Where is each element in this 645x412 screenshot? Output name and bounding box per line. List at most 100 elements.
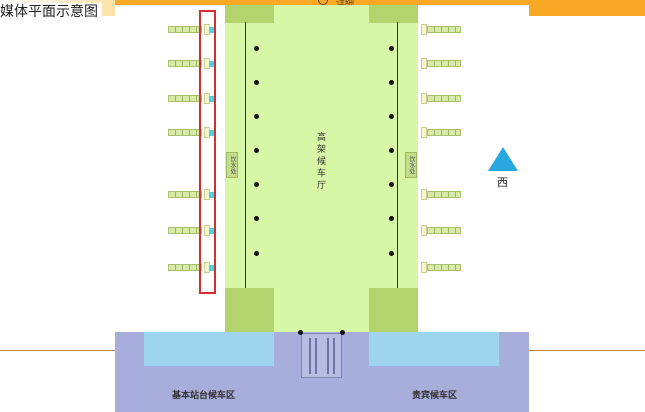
media-screen-icon[interactable] bbox=[209, 61, 215, 67]
gate-segment bbox=[448, 192, 449, 197]
gate-segment bbox=[196, 61, 197, 66]
stair-rail bbox=[309, 338, 311, 374]
gate-segment bbox=[189, 27, 190, 32]
gate-segment bbox=[434, 27, 435, 32]
gate-segment bbox=[441, 61, 442, 66]
gate-post bbox=[421, 189, 427, 200]
gate-segment bbox=[189, 265, 190, 270]
gate-segment bbox=[448, 130, 449, 135]
pillar-left bbox=[254, 148, 259, 153]
staircase bbox=[301, 333, 342, 378]
gate-segment bbox=[182, 96, 183, 101]
gate-segment bbox=[196, 228, 197, 233]
gate-segment bbox=[434, 96, 435, 101]
waiting-area-right-block bbox=[369, 332, 499, 366]
gate-segment bbox=[182, 27, 183, 32]
gate-segment bbox=[189, 130, 190, 135]
ticket-gate-right bbox=[413, 262, 463, 274]
gate-post bbox=[421, 127, 427, 138]
gate-post bbox=[421, 225, 427, 236]
gate-bar bbox=[168, 95, 202, 102]
zone-label-basic: 基本站台候车区 bbox=[172, 391, 236, 401]
gate-segment bbox=[182, 265, 183, 270]
hall-line-right bbox=[397, 22, 398, 288]
gate-bar bbox=[168, 264, 202, 271]
stair-rail bbox=[327, 338, 329, 374]
toolbar-label[interactable]: 详细 bbox=[336, 0, 354, 9]
gate-post bbox=[421, 93, 427, 104]
pillar-left bbox=[254, 216, 259, 221]
pillar-right bbox=[389, 216, 394, 221]
water-station-left: 饮水处 bbox=[226, 152, 238, 178]
page-title: 媒体平面示意图 bbox=[0, 3, 102, 21]
gate-segment bbox=[455, 192, 456, 197]
gate-bar bbox=[427, 129, 461, 136]
pillar-left bbox=[254, 46, 259, 51]
media-screen-icon[interactable] bbox=[209, 192, 215, 198]
ticket-gate-right bbox=[413, 127, 463, 139]
gate-bar bbox=[427, 95, 461, 102]
gate-segment bbox=[196, 192, 197, 197]
gate-segment bbox=[455, 96, 456, 101]
selected-media-column[interactable] bbox=[199, 10, 216, 294]
gate-bar bbox=[427, 191, 461, 198]
ticket-gate-right bbox=[413, 58, 463, 70]
ticket-gate-left bbox=[168, 24, 218, 36]
gate-segment bbox=[434, 228, 435, 233]
media-screen-icon[interactable] bbox=[209, 130, 215, 136]
gate-bar bbox=[427, 264, 461, 271]
hall-corner-top-left bbox=[225, 5, 274, 23]
ticket-gate-left bbox=[168, 93, 218, 105]
waiting-area-left-block bbox=[144, 332, 274, 366]
hall-line-left bbox=[245, 22, 246, 288]
gate-bar bbox=[168, 60, 202, 67]
gate-segment bbox=[434, 61, 435, 66]
gate-bar bbox=[427, 227, 461, 234]
gate-segment bbox=[196, 96, 197, 101]
gate-segment bbox=[189, 61, 190, 66]
gate-segment bbox=[455, 61, 456, 66]
stair-rail bbox=[333, 338, 335, 374]
gate-segment bbox=[175, 228, 176, 233]
media-screen-icon[interactable] bbox=[209, 96, 215, 102]
gate-post bbox=[421, 24, 427, 35]
ticket-gate-left bbox=[168, 189, 218, 201]
pillar-right bbox=[389, 251, 394, 256]
gate-segment bbox=[196, 27, 197, 32]
ticket-gate-right bbox=[413, 189, 463, 201]
gate-segment bbox=[434, 265, 435, 270]
ticket-gate-left bbox=[168, 127, 218, 139]
media-screen-icon[interactable] bbox=[209, 27, 215, 33]
gate-segment bbox=[182, 192, 183, 197]
gate-segment bbox=[189, 96, 190, 101]
pillar-left bbox=[254, 251, 259, 256]
media-screen-icon[interactable] bbox=[209, 265, 215, 271]
gate-segment bbox=[182, 228, 183, 233]
gate-bar bbox=[168, 191, 202, 198]
gate-segment bbox=[196, 265, 197, 270]
pillar bbox=[298, 330, 303, 335]
gate-segment bbox=[448, 228, 449, 233]
hall-label: 高架候车厅 bbox=[315, 132, 325, 192]
water-station-right: 饮水处 bbox=[405, 152, 417, 178]
gate-bar bbox=[427, 26, 461, 33]
ticket-gate-right bbox=[413, 225, 463, 237]
gate-segment bbox=[175, 265, 176, 270]
gate-segment bbox=[455, 228, 456, 233]
ticket-gate-left bbox=[168, 262, 218, 274]
pillar bbox=[340, 330, 345, 335]
pillar-right bbox=[389, 182, 394, 187]
gate-bar bbox=[168, 227, 202, 234]
gate-segment bbox=[448, 96, 449, 101]
pillar-left bbox=[254, 80, 259, 85]
hall-corner-bottom-left bbox=[225, 288, 274, 332]
gate-segment bbox=[434, 192, 435, 197]
compass-label: 西 bbox=[497, 176, 508, 189]
pillar-left bbox=[254, 182, 259, 187]
media-screen-icon[interactable] bbox=[209, 228, 215, 234]
gate-segment bbox=[434, 130, 435, 135]
gate-segment bbox=[175, 61, 176, 66]
gate-segment bbox=[175, 27, 176, 32]
gate-segment bbox=[175, 130, 176, 135]
pillar-right bbox=[389, 46, 394, 51]
